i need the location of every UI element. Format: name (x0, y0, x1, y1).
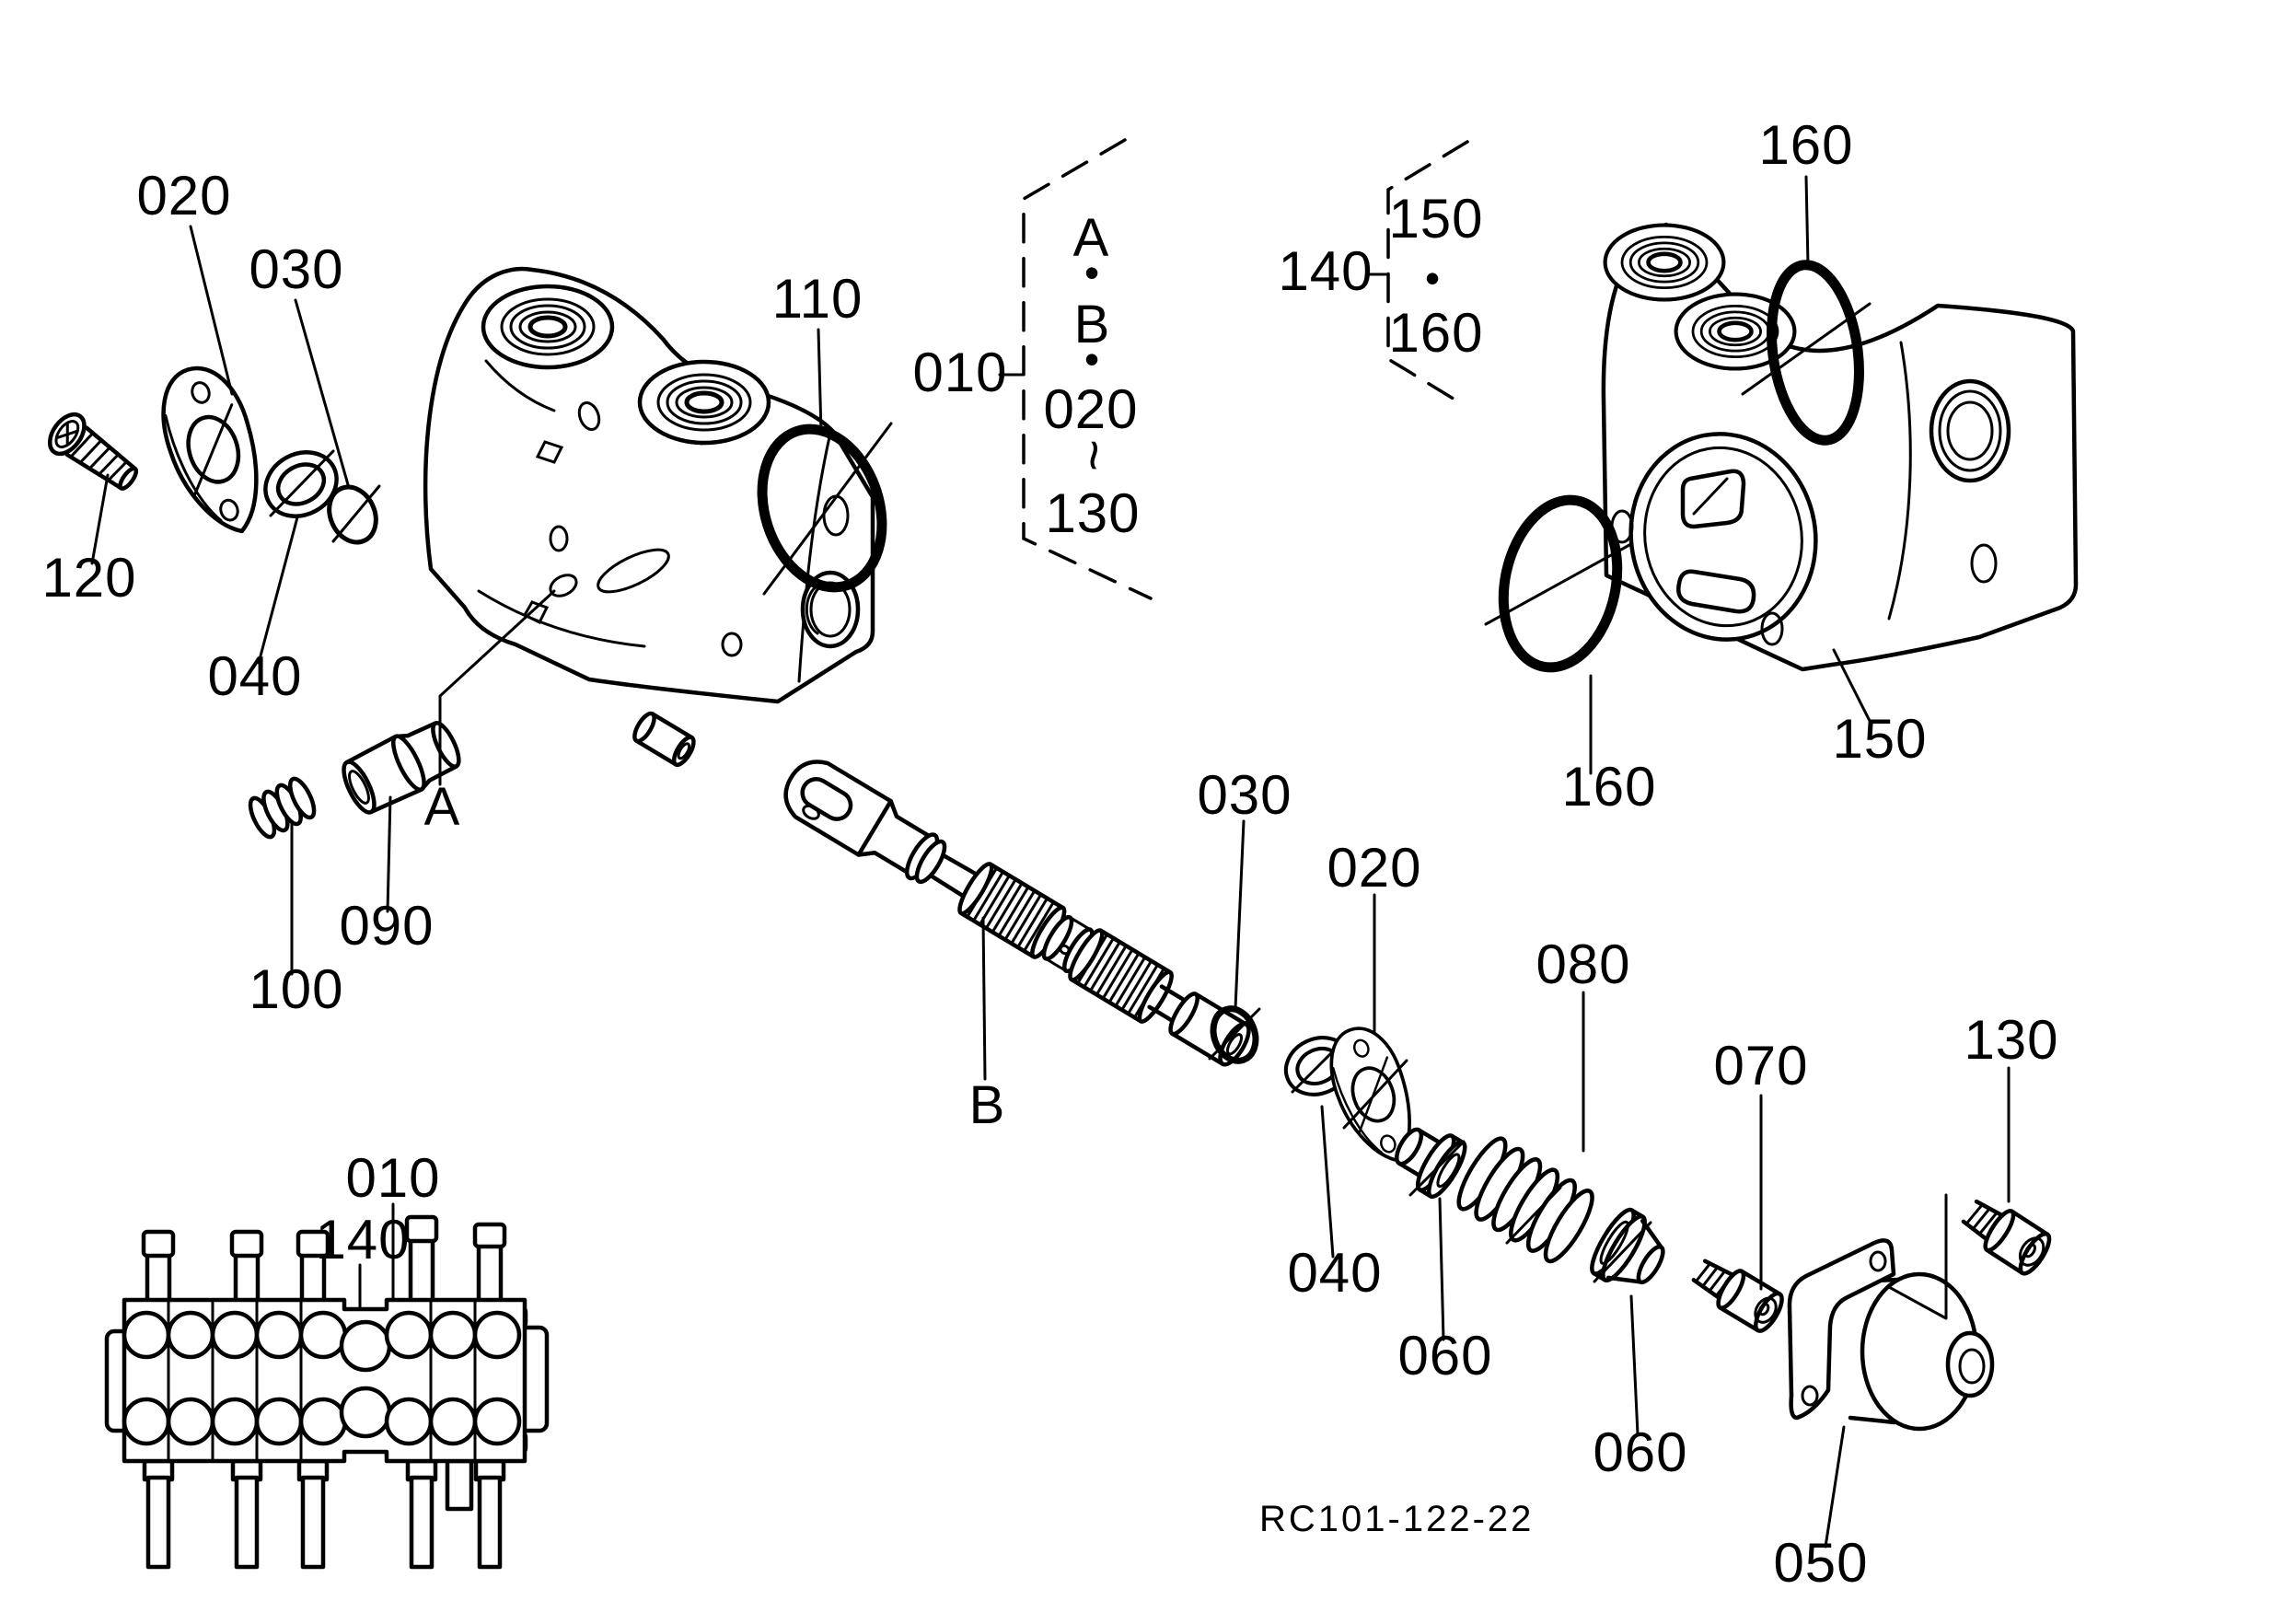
o-ring-160-top (1767, 260, 1864, 446)
port-boss-3 (1605, 226, 1724, 301)
valve-body-a (423, 266, 875, 704)
callout-140-group: 140 (1278, 240, 1373, 302)
callout-140-schematic: 140 (315, 1209, 410, 1270)
cap-screw-130 (1961, 1199, 2052, 1276)
callout-030-left: 030 (249, 238, 343, 300)
spring-retainer-060-upper (1395, 1127, 1467, 1200)
callout-120: 120 (41, 547, 136, 609)
callout-060-lower: 060 (1593, 1421, 1687, 1483)
group-010-bracket (1022, 138, 1153, 600)
valve-bank-schematic (104, 1214, 550, 1570)
callout-070: 070 (1713, 1035, 1808, 1096)
callout-100: 100 (249, 958, 343, 1020)
port-boss-1 (483, 286, 612, 368)
callout-130-right: 130 (1964, 1009, 2058, 1071)
valve-body-right (1601, 222, 2079, 672)
callout-110: 110 (772, 268, 863, 330)
callout-060-upper: 060 (1397, 1325, 1492, 1386)
marker-a: A (424, 777, 460, 837)
poppet-plug (632, 711, 696, 768)
cap-050 (1787, 1238, 1995, 1432)
o-ring-110 (757, 423, 887, 593)
group010-dot-1: • (1084, 249, 1099, 296)
spring-seat-060-lower (1590, 1207, 1665, 1285)
callout-010-group: 010 (912, 342, 1007, 403)
callout-040-left: 040 (207, 645, 302, 707)
callout-040-mid: 040 (1287, 1242, 1382, 1304)
bolt-120 (47, 412, 139, 491)
spring-100 (248, 776, 317, 840)
end-cover-plate-020-left (148, 357, 279, 545)
group010-item-130: 130 (1045, 482, 1140, 544)
callout-080: 080 (1536, 934, 1630, 995)
leader-lines (90, 175, 2011, 1549)
callout-160-top: 160 (1758, 114, 1853, 176)
callout-020-mid: 020 (1327, 837, 1421, 899)
drawing-ref-code: RC101-122-22 (1259, 1499, 1534, 1539)
group010-range-tilde: ~ (1063, 439, 1125, 472)
spool-b (783, 760, 1251, 1067)
adjust-screw-070 (1691, 1259, 1784, 1333)
o-ring-030-mid (1210, 1005, 1259, 1064)
callout-160-bottom: 160 (1561, 756, 1656, 818)
group140-item-160: 160 (1388, 302, 1483, 364)
callout-010-schematic: 010 (345, 1147, 440, 1209)
group-140-bracket (1386, 140, 1469, 402)
callout-030-mid: 030 (1197, 764, 1292, 826)
o-ring-030-left (327, 484, 378, 545)
port-boss-2 (640, 362, 769, 444)
callout-150-right: 150 (1832, 708, 1927, 770)
group010-item-b: B (1074, 295, 1110, 354)
o-ring-160-bottom (1498, 494, 1623, 673)
group140-item-150: 150 (1388, 188, 1483, 249)
marker-b: B (969, 1075, 1005, 1135)
spring-080 (1456, 1136, 1594, 1264)
group010-item-a: A (1073, 208, 1109, 268)
group010-dot-2: • (1084, 335, 1099, 383)
group010-item-020: 020 (1043, 378, 1138, 440)
callout-050: 050 (1773, 1532, 1868, 1594)
screw-130-assembly-line (1887, 1193, 1948, 1320)
callout-090: 090 (339, 895, 434, 957)
group140-dot: • (1425, 254, 1440, 302)
callout-020-left: 020 (136, 165, 231, 226)
